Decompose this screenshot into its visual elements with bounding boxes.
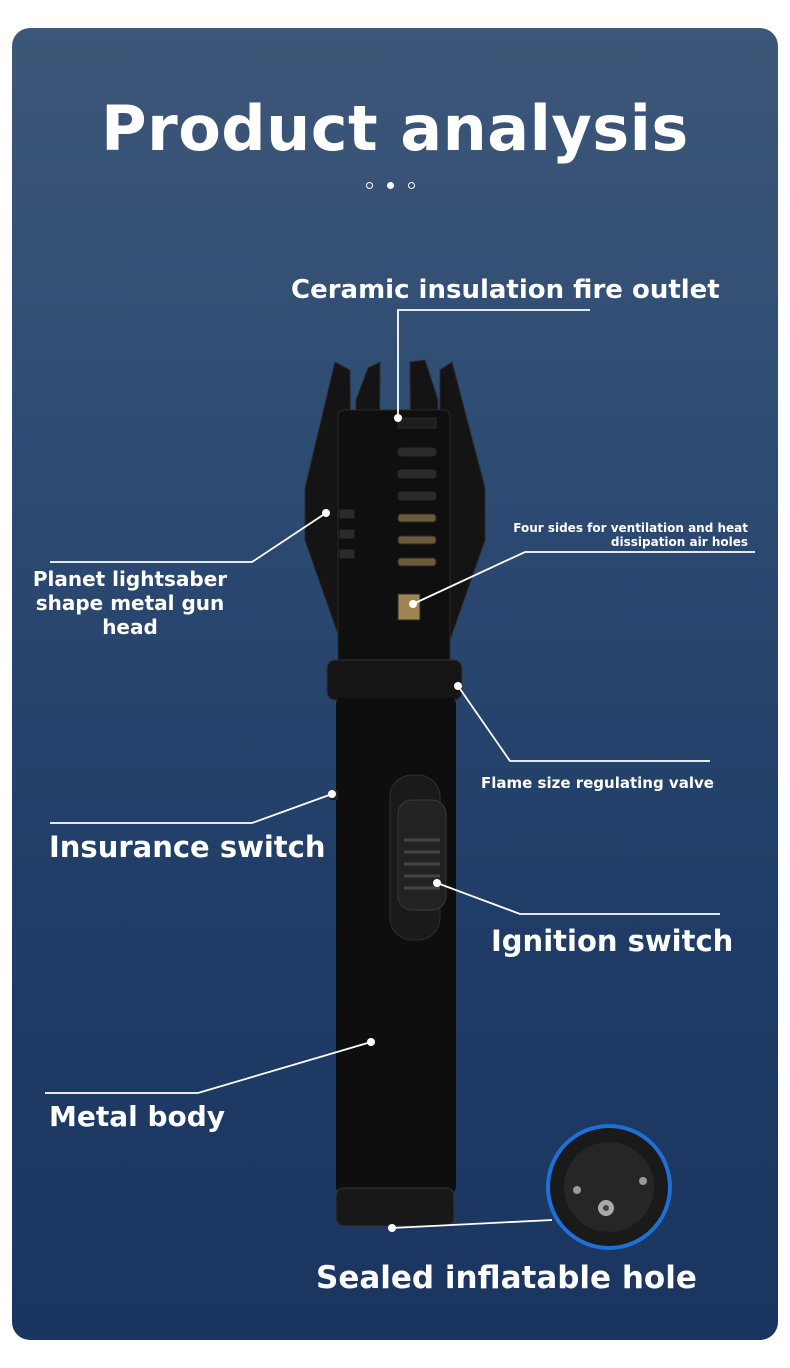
label-gun-head-line: head — [102, 615, 158, 639]
label-gun-head: Planet lightsaber shape metal gun head — [20, 567, 240, 639]
callout-lines — [45, 309, 755, 1229]
sealed-hole-inset — [546, 1124, 672, 1250]
label-metal-body: Metal body — [49, 1100, 226, 1133]
regulating-valve-ring — [326, 659, 463, 701]
pager-dot — [408, 182, 415, 189]
label-air-holes-line: dissipation air holes — [610, 535, 748, 549]
pager-dot — [366, 182, 373, 189]
lighter-head — [304, 359, 486, 666]
label-ignition-switch: Ignition switch — [491, 924, 734, 958]
ignition-switch-button — [397, 799, 447, 911]
label-air-holes: Four sides for ventilation and heat diss… — [513, 521, 748, 549]
label-sealed-hole: Sealed inflatable hole — [316, 1260, 697, 1296]
label-gun-head-line: shape metal gun — [35, 591, 225, 615]
label-flame-valve: Flame size regulating valve — [481, 774, 714, 792]
pager-dots — [366, 182, 415, 189]
label-ceramic-outlet: Ceramic insulation fire outlet — [291, 275, 720, 305]
callout-dots — [322, 414, 462, 1232]
label-gun-head-line: Planet lightsaber — [32, 567, 228, 591]
lighter-body — [336, 698, 456, 1193]
pager-dot-active — [387, 182, 394, 189]
page-title: Product analysis — [101, 92, 689, 165]
label-air-holes-line: Four sides for ventilation and heat — [513, 521, 748, 535]
label-insurance-switch: Insurance switch — [49, 830, 326, 864]
lighter-base — [335, 1187, 455, 1227]
